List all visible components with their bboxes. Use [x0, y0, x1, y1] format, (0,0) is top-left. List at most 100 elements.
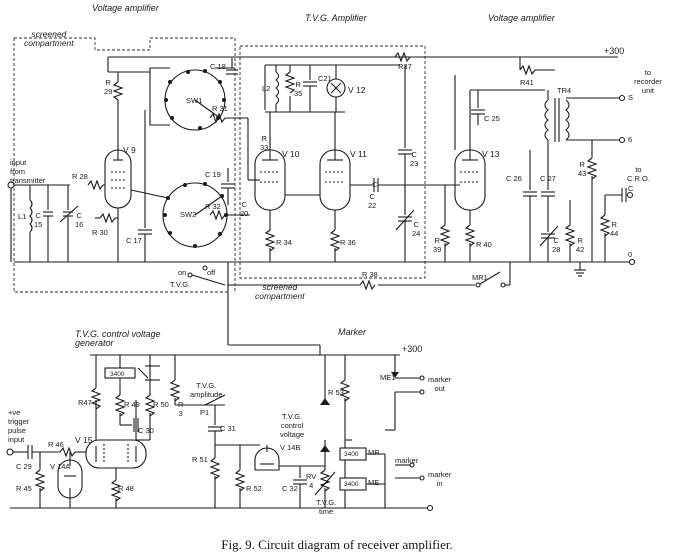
- switch-me1: [391, 355, 424, 430]
- capacitor-c30: [120, 418, 138, 432]
- transformer-tr4: [545, 90, 620, 165]
- label-r36: R 36: [340, 238, 356, 247]
- label-v15: V 15: [75, 436, 93, 445]
- label-c24: C 24: [412, 220, 420, 238]
- label-v12: V 12: [348, 86, 366, 95]
- label-c23: C 23: [410, 150, 418, 168]
- label-r52: R 52: [246, 484, 262, 493]
- label-c28: C 28: [552, 236, 560, 254]
- label-r45: R 45: [16, 484, 32, 493]
- section-tvg-amplifier: T.V.G. Amplifier: [305, 14, 367, 23]
- resistor-r51: [211, 445, 219, 508]
- label-c22: C 22: [368, 192, 376, 210]
- note-screened-bottom: screened compartment: [255, 283, 305, 301]
- to-recorder-label: to recorder unit: [634, 68, 662, 95]
- label-c26: C 26: [506, 174, 522, 183]
- label-c31: C 31: [220, 424, 236, 433]
- label-c25: C 25: [484, 114, 500, 123]
- terminal-s: S: [628, 93, 633, 102]
- terminal-6: 6: [628, 135, 632, 144]
- section-voltage-amplifier-left: Voltage amplifier: [92, 4, 159, 13]
- relay-value-mr: 3400: [344, 450, 358, 459]
- label-c20: C 20: [240, 200, 248, 218]
- label-r40: R 40: [476, 240, 492, 249]
- rail-label-hv-top: +300: [604, 47, 624, 56]
- label-c19: C 19: [205, 170, 221, 179]
- label-c32: C 32: [282, 484, 298, 493]
- tvg-time-label: T.V.G. time: [316, 498, 336, 516]
- marker-in-label: marker in: [428, 470, 451, 488]
- rail-label-hv-bottom: +300: [402, 345, 422, 354]
- label-r42: R 42: [576, 236, 584, 254]
- label-v14b: V 14B: [280, 443, 300, 452]
- capacitor-c26: [523, 150, 537, 262]
- terminal-0: 0: [628, 250, 632, 259]
- capacitor-c18: [226, 58, 238, 74]
- label-r50: R 50: [153, 400, 169, 409]
- label-l2: L2: [262, 84, 270, 93]
- label-r49: R 49: [124, 400, 140, 409]
- label-c18: C 18: [210, 62, 226, 71]
- marker-out-label: marker out: [428, 375, 451, 393]
- label-v13: V 13: [482, 150, 500, 159]
- label-r53: R 53: [328, 388, 344, 397]
- valve-v15: [86, 400, 146, 508]
- label-v10: V 10: [282, 150, 300, 159]
- cro-output-capacitor: [622, 188, 626, 202]
- tvg-switch-off: off: [207, 268, 215, 277]
- trigger-label: +ve trigger pulse input: [8, 408, 29, 444]
- capacitor-c25: [471, 90, 485, 125]
- label-c-coupling: C: [372, 180, 377, 189]
- label-v14a: V 14A: [50, 462, 70, 471]
- label-r34: R 34: [276, 238, 292, 247]
- input-label: input from transmitter: [10, 158, 45, 185]
- valve-v14a: [58, 452, 82, 508]
- capacitor-c22: [350, 178, 440, 192]
- label-c17: C 17: [126, 236, 142, 245]
- label-r35: R 35: [294, 80, 302, 98]
- label-r39: R 39: [433, 236, 441, 254]
- bottom-earth-rail: [10, 506, 433, 511]
- label-r38: R 38: [362, 270, 378, 279]
- to-cro-label: to C.R.O.: [627, 165, 650, 183]
- relay-value-generator: 3400: [110, 370, 124, 379]
- label-r51: R 51: [192, 455, 208, 464]
- label-r47: R47: [78, 398, 92, 407]
- label-r48: R 48: [118, 484, 134, 493]
- tvg-control-voltage-arrow: [320, 355, 330, 466]
- tvg-amplitude-label: T.V.G. amplitude: [190, 381, 223, 399]
- label-r46: R 46: [48, 440, 64, 449]
- resistor-r52: [236, 445, 244, 508]
- resistor-r49: [116, 378, 124, 425]
- note-screened-top: screened compartment: [24, 30, 74, 48]
- valve-v13: [440, 75, 545, 262]
- section-voltage-amplifier-right: Voltage amplifier: [488, 14, 555, 23]
- me1-label: ME1: [380, 373, 395, 382]
- resistor-r42: [566, 200, 574, 262]
- resistor-r43: [588, 140, 596, 262]
- resistor-r41: [520, 57, 555, 74]
- section-marker: Marker: [338, 328, 366, 337]
- label-v9: V 9: [123, 146, 136, 155]
- label-tr4: TR4: [557, 86, 571, 95]
- label-r43: R 43: [578, 160, 586, 178]
- tank-circuit-l2: [265, 65, 400, 112]
- tvg-switch-label: T.V.G.: [170, 280, 190, 289]
- label-c21: C21: [318, 74, 332, 83]
- label-r32: R 32: [205, 202, 221, 211]
- label-r3: R 3: [178, 400, 183, 418]
- figure-caption: Fig. 9. Circuit diagram of receiver ampl…: [0, 537, 674, 553]
- relay-value-me: 3400: [344, 480, 358, 489]
- section-tvg-control-generator: T.V.G. control voltage generator: [75, 330, 161, 348]
- sw2-label: SW2: [180, 210, 196, 219]
- terminal-c: C: [628, 184, 633, 193]
- label-r31: R 31: [212, 104, 228, 113]
- label-r28: R 28: [72, 172, 88, 181]
- label-r33: R 33: [260, 134, 268, 152]
- mr1-label: MR1: [472, 273, 488, 282]
- me-label: ME: [368, 478, 379, 487]
- mr-label: MR: [368, 448, 380, 457]
- label-rv4: RV 4: [306, 472, 316, 490]
- label-c30: C 30: [138, 426, 154, 435]
